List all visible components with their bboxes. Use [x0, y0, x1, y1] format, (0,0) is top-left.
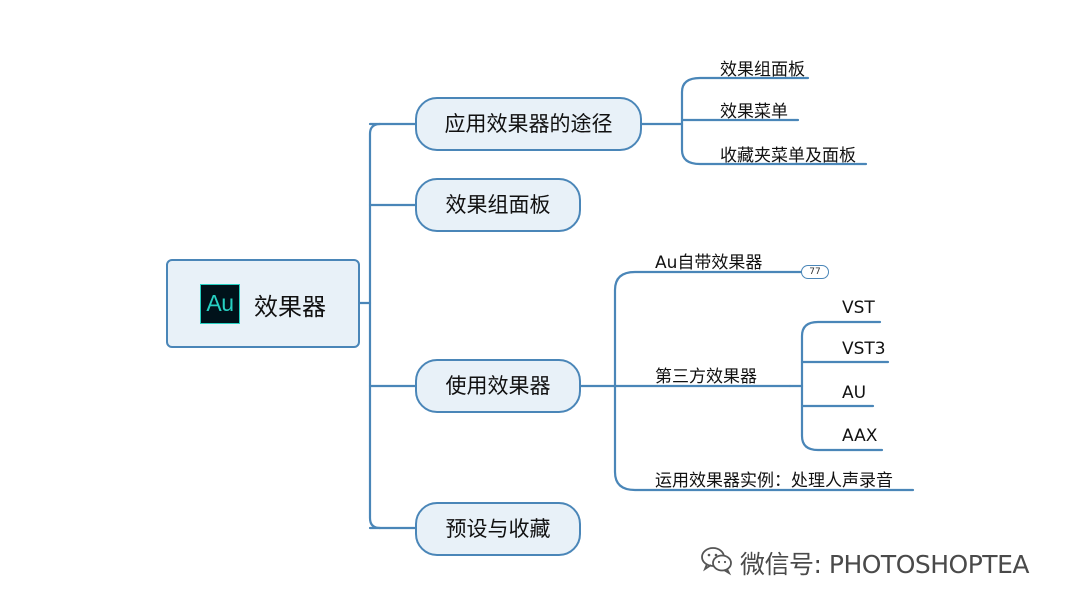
watermark-text: 微信号: PHOTOSHOPTEA	[740, 550, 1029, 579]
leaf-format-vst[interactable]: VST	[842, 298, 875, 318]
wechat-icon	[701, 547, 732, 576]
connector-b1-child3	[680, 122, 868, 166]
root-label: 效果器	[254, 293, 326, 321]
leaf-vocal-processing-example[interactable]: 运用效果器实例：处理人声录音	[655, 471, 893, 491]
branch-node-apply-methods[interactable]: 应用效果器的途径	[415, 97, 642, 151]
connector-trunk	[368, 122, 382, 530]
leaf-effects-rack-panel[interactable]: 效果组面板	[720, 60, 805, 80]
leaf-au-builtin-effects[interactable]: Au自带效果器	[655, 253, 763, 273]
branch-node-presets-favorites[interactable]: 预设与收藏	[415, 502, 581, 556]
leaf-effects-menu[interactable]: 效果菜单	[720, 102, 788, 122]
root-node[interactable]: Au 效果器	[166, 259, 360, 348]
connector-c2-vst	[800, 320, 882, 388]
connector-c2-aax	[800, 384, 884, 452]
leaf-third-party-effects[interactable]: 第三方效果器	[655, 367, 757, 387]
leaf-format-au[interactable]: AU	[842, 383, 867, 403]
leaf-format-vst3[interactable]: VST3	[842, 339, 886, 359]
connector-b3-child1	[613, 270, 803, 388]
leaf-format-aax[interactable]: AAX	[842, 426, 878, 446]
audition-logo: Au	[200, 284, 240, 324]
branch-node-use-effects[interactable]: 使用效果器	[415, 359, 581, 413]
branch-node-effects-rack[interactable]: 效果组面板	[415, 178, 581, 232]
leaf-favorites-menu-panel[interactable]: 收藏夹菜单及面板	[720, 146, 856, 166]
count-badge[interactable]: 77	[801, 265, 829, 279]
connector-b3-child3	[613, 384, 915, 492]
connector-b1-child1	[680, 76, 810, 126]
